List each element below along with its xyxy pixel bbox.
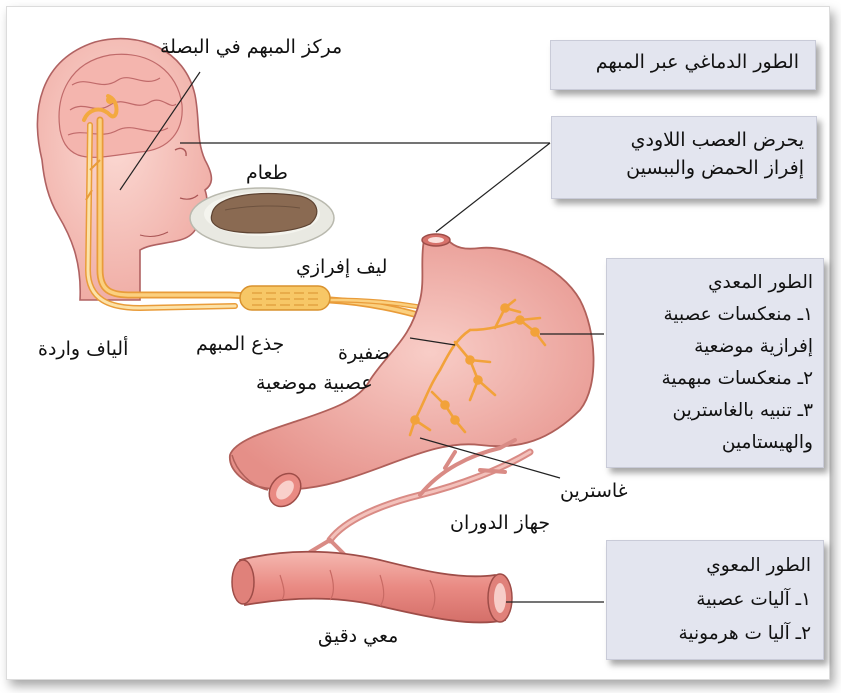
label-food: طعام <box>246 162 288 184</box>
intestinal-phase-title: الطور المعوي <box>607 549 811 583</box>
gastric-item-3: ٣ـ تنبيه بالغاسترين <box>607 395 813 427</box>
gastric-phase-box: الطور المعدي ١ـ منعكسات عصبية إفرازية مو… <box>606 258 824 468</box>
gastric-item-3-cont: والهيستامين <box>607 427 813 459</box>
gastric-item-2: ٢ـ منعكسات مبهمية <box>607 363 813 395</box>
label-vagal-trunk: جذع المبهم <box>196 333 284 355</box>
label-vagal-center: مركز المبهم في البصلة <box>160 36 342 58</box>
food-plate <box>190 188 334 248</box>
small-intestine <box>232 552 512 623</box>
label-local-plexus-1: ضفيرة <box>338 342 390 364</box>
intestinal-item-1: ١ـ آليات عصبية <box>607 583 811 617</box>
brain <box>59 54 182 157</box>
cephalic-phase-box: الطور الدماغي عبر المبهم <box>550 40 816 90</box>
head <box>37 39 211 300</box>
vagus-effect-box: يحرض العصب اللاودي إفراز الحمض والببسين <box>551 116 817 199</box>
label-efferent-fiber: ليف إفرازي <box>296 256 387 278</box>
label-gastrin: غاسترين <box>560 480 628 502</box>
gastric-item-1-cont: إفرازية موضعية <box>607 331 813 363</box>
vagal-trunk-bundle <box>240 286 330 310</box>
intestinal-phase-box: الطور المعوي ١ـ آليات عصبية ٢ـ آليا ت هر… <box>606 540 824 660</box>
cephalic-phase-title: الطور الدماغي عبر المبهم <box>551 51 799 73</box>
label-small-intestine: معي دقيق <box>318 625 398 647</box>
vagus-effect-line-2: إفراز الحمض والببسين <box>552 154 804 182</box>
gastric-phase-title: الطور المعدي <box>607 267 813 299</box>
label-circulation: جهاز الدوران <box>450 512 550 534</box>
label-afferent-fibers: ألياف واردة <box>38 338 128 360</box>
vagus-effect-line-1: يحرض العصب اللاودي <box>552 126 804 154</box>
label-local-plexus-2: عصبية موضعية <box>256 372 373 394</box>
intestinal-item-2: ٢ـ آليا ت هرمونية <box>607 617 811 651</box>
gastric-item-1: ١ـ منعكسات عصبية <box>607 299 813 331</box>
leader-vagus-box-2 <box>436 143 550 232</box>
